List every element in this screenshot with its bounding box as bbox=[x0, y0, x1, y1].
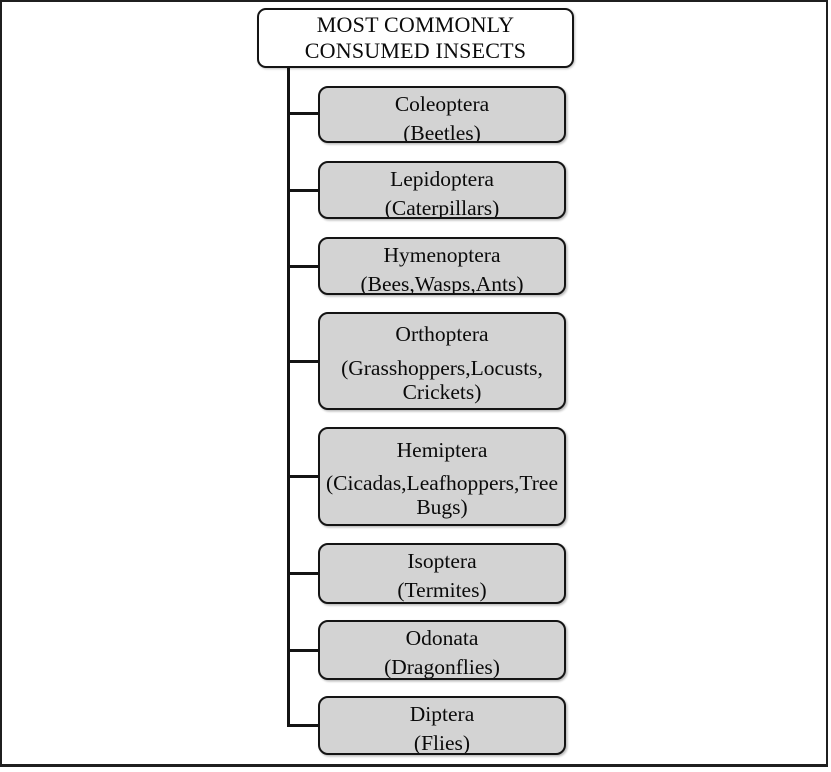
node-members: (Cicadas,Leafhoppers,Tree Bugs) bbox=[325, 471, 559, 520]
connector-stub-hemiptera bbox=[288, 475, 319, 478]
tree-node-isoptera: Isoptera (Termites) bbox=[318, 543, 566, 604]
connector-stub-hymenoptera bbox=[288, 264, 319, 268]
tree-node-hemiptera: Hemiptera (Cicadas,Leafhoppers,Tree Bugs… bbox=[318, 427, 566, 526]
tree-node-diptera: Diptera (Flies) bbox=[318, 696, 566, 755]
node-members: (Grasshoppers,Locusts, Crickets) bbox=[341, 355, 543, 404]
node-members: (Termites) bbox=[397, 578, 487, 602]
node-members: (Caterpillars) bbox=[384, 196, 500, 219]
tree-node-coleoptera: Coleoptera (Beetles) bbox=[318, 86, 566, 143]
node-name: Odonata bbox=[405, 626, 479, 650]
node-name: Hymenoptera bbox=[383, 243, 501, 267]
diagram-title: MOST COMMONLY CONSUMED INSECTS bbox=[304, 12, 527, 63]
tree-node-orthoptera: Orthoptera (Grasshoppers,Locusts, Cricke… bbox=[318, 312, 566, 410]
node-name: Hemiptera bbox=[396, 437, 488, 462]
trunk-connector-line bbox=[287, 67, 290, 727]
node-members: (Bees,Wasps,Ants) bbox=[360, 272, 524, 295]
connector-stub-odonata bbox=[288, 648, 319, 652]
connector-stub-coleoptera bbox=[288, 111, 319, 115]
node-name: Lepidoptera bbox=[390, 167, 494, 191]
node-name: Diptera bbox=[409, 702, 475, 726]
node-members: (Dragonflies) bbox=[384, 655, 500, 679]
connector-stub-orthoptera bbox=[288, 359, 319, 363]
tree-node-lepidoptera: Lepidoptera (Caterpillars) bbox=[318, 161, 566, 219]
tree-node-odonata: Odonata (Dragonflies) bbox=[318, 620, 566, 680]
tree-node-hymenoptera: Hymenoptera (Bees,Wasps,Ants) bbox=[318, 237, 566, 295]
connector-stub-isoptera bbox=[288, 572, 319, 575]
connector-stub-diptera bbox=[288, 724, 319, 727]
node-name: Coleoptera bbox=[394, 92, 490, 116]
node-members: (Flies) bbox=[413, 731, 471, 755]
node-name: Isoptera bbox=[407, 549, 477, 573]
connector-stub-lepidoptera bbox=[288, 188, 319, 192]
node-members: (Beetles) bbox=[403, 121, 481, 143]
root-node-most-commonly-consumed-insects: MOST COMMONLY CONSUMED INSECTS bbox=[257, 8, 574, 68]
node-name: Orthoptera bbox=[395, 322, 489, 347]
